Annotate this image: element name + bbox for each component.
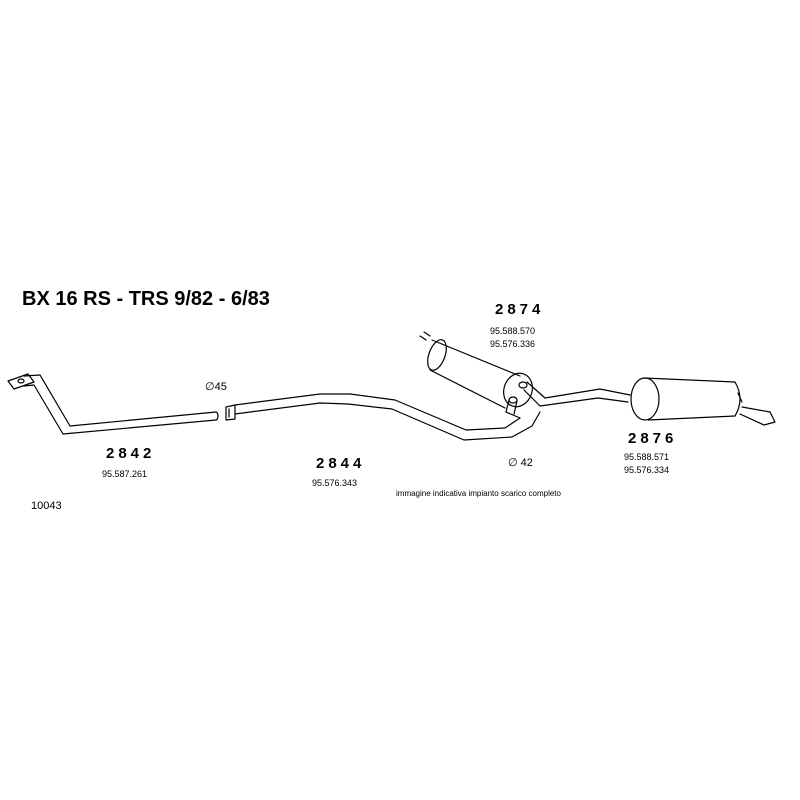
part-number-2842: 2842 [106,445,156,462]
part-ref-2842: 95.587.261 [102,469,148,479]
part-ref-2844: 95.576.343 [312,478,358,488]
catalog-code: 10043 [31,500,62,512]
intermediate-pipe-2844 [225,393,541,441]
intermediate-pipe-lower-edge [234,402,541,441]
middle-muffler-rear-end [503,372,533,408]
diagram-note: immagine indicativa impianto scarico com… [396,489,561,498]
front-pipe-end [215,411,219,421]
flange-bolt-hole [17,378,25,384]
inlet-loop [505,411,521,419]
part-number-2874: 2874 [495,301,545,318]
rear-muffler-top [643,377,736,383]
part-ref-2874-a: 95.588.570 [490,326,536,336]
link-pipe [523,381,631,407]
diagram-title: BX 16 RS - TRS 9/82 - 6/83 [22,288,270,310]
rear-muffler-hanger [737,392,743,403]
rear-muffler-front-end [630,377,660,421]
part-number-2876: 2876 [628,430,678,447]
middle-muffler-outlet-hole [518,381,528,389]
middle-muffler-inlet-hole [508,396,518,404]
rear-muffler-rear-end [734,381,741,417]
tailpipe-tip [763,411,776,426]
middle-muffler-front-end [427,339,447,371]
front-pipe-lower-edge [23,384,217,435]
diameter-label-front: ∅45 [205,381,227,393]
middle-muffler-inlet-stub [419,335,427,341]
tailpipe-upper-edge [741,406,771,413]
front-pipe-upper-edge [23,374,217,427]
part-number-2844: 2844 [316,455,366,472]
front-pipe-2842 [7,373,219,435]
link-pipe-upper-edge [526,381,631,399]
middle-muffler-2874 [419,331,533,419]
part-ref-2876-b: 95.576.334 [624,465,670,475]
intermediate-pipe-upper-edge [234,393,521,431]
intermediate-pipe-sleeve [225,404,236,421]
inlet-tube-2 [513,400,518,415]
middle-muffler-inlet-stub-2 [423,331,431,337]
rear-muffler-2876 [630,377,776,426]
part-ref-2874-b: 95.576.336 [490,339,536,349]
diameter-label-rear: ∅ 42 [508,457,533,469]
middle-muffler-bottom [429,369,506,409]
part-ref-2876-a: 95.588.571 [624,452,670,462]
inlet-tube [505,399,510,413]
front-flange [7,373,35,390]
link-pipe-lower-edge [523,389,629,407]
middle-muffler-top [431,339,521,377]
tailpipe-lower-edge [739,413,765,426]
rear-muffler-bottom [647,415,736,421]
